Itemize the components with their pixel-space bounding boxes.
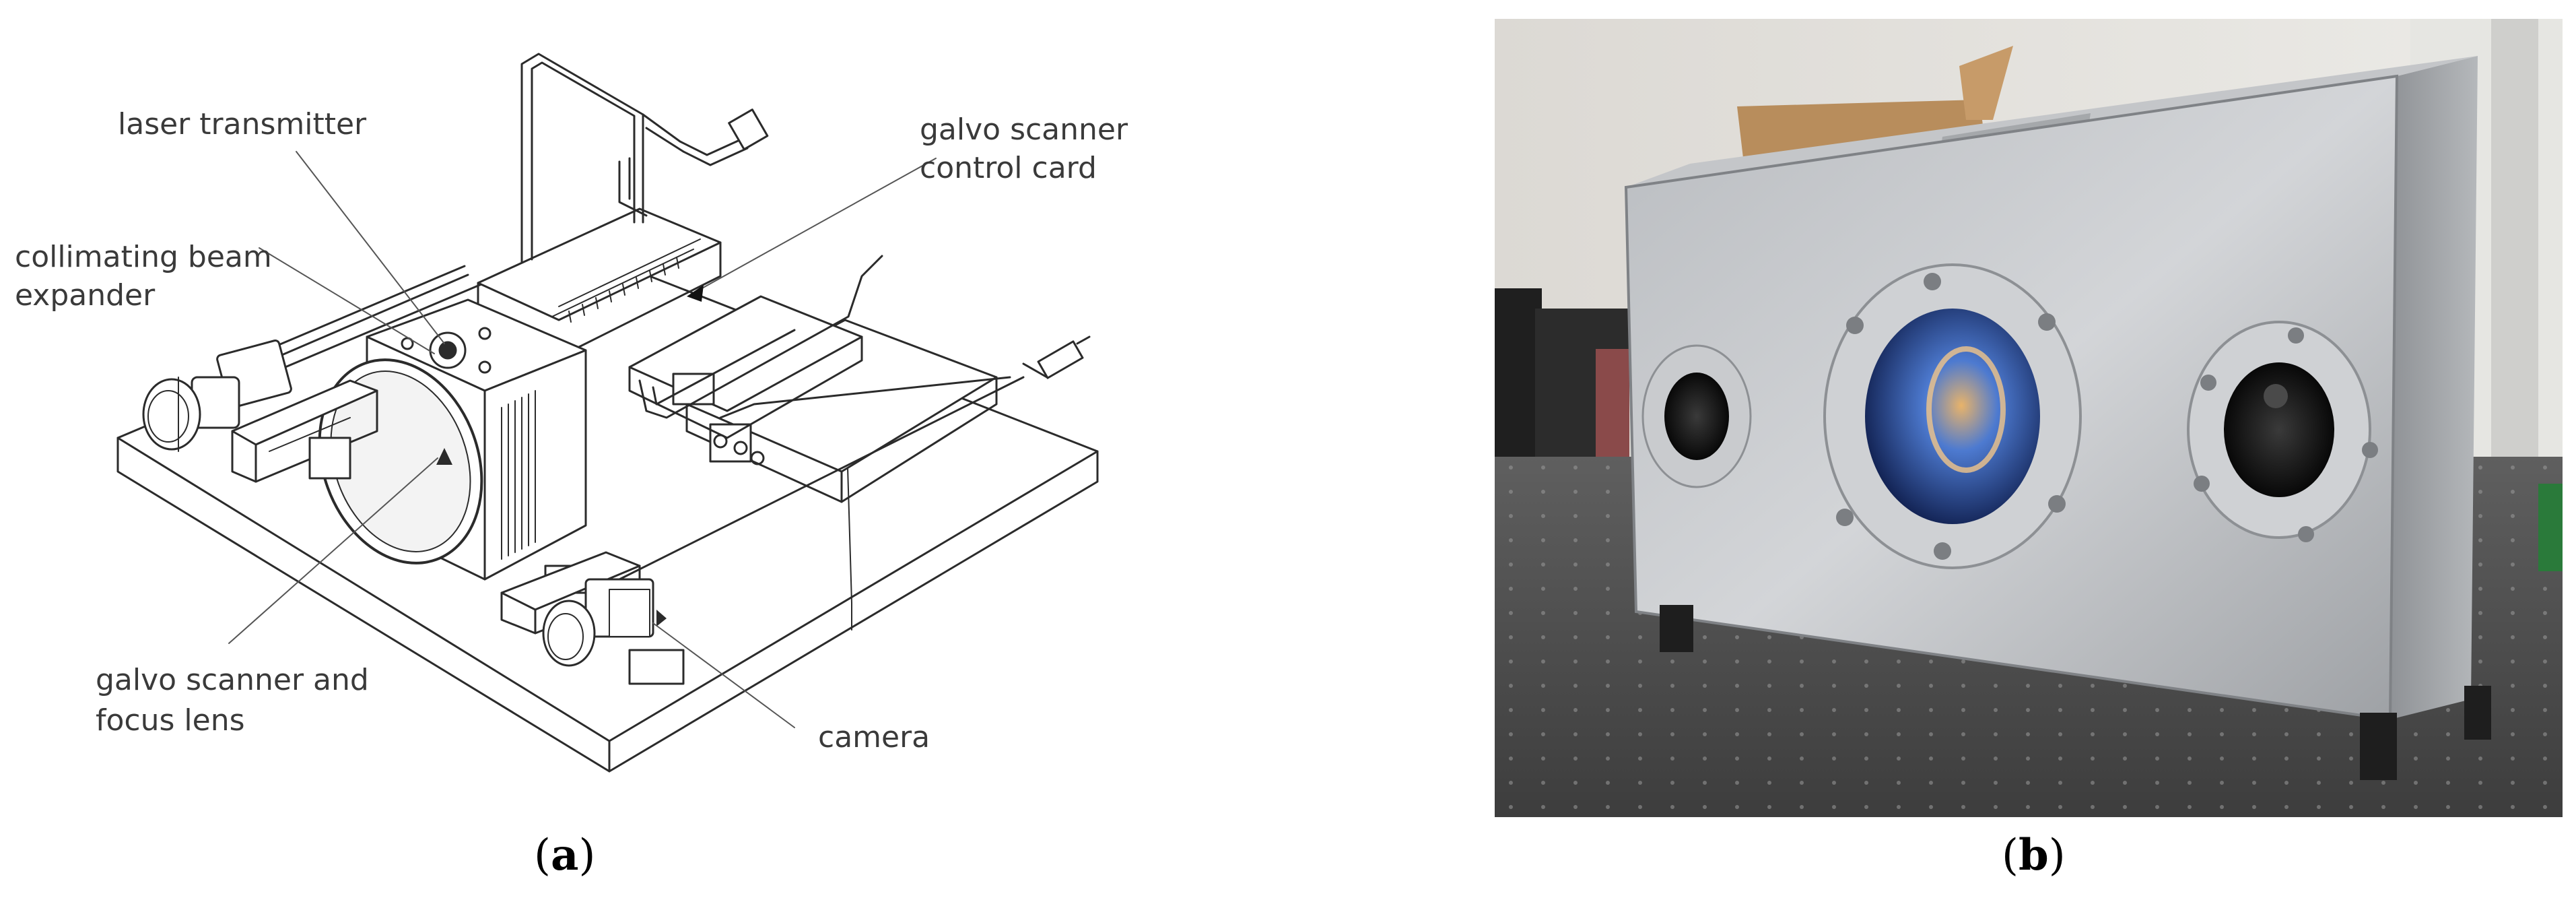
caption-a: (a) — [534, 830, 596, 880]
caption-b: (b) — [2002, 830, 2066, 880]
label-galvo-focus-line1: galvo scanner and — [96, 663, 369, 697]
focus-lens — [318, 358, 483, 565]
camera-left — [142, 340, 378, 483]
label-camera: camera — [818, 720, 930, 754]
panel-b-photo — [1495, 19, 2563, 817]
panel-a-schematic: laser transmitter galvo scanner control … — [0, 0, 1212, 899]
camera-right — [500, 551, 685, 685]
driver-board — [628, 295, 863, 439]
label-collimating-line1: collimating beam — [15, 240, 272, 274]
label-galvo-control-card-line2: control card — [920, 151, 1097, 185]
label-laser-transmitter: laser transmitter — [118, 107, 367, 141]
label-collimating-line2: expander — [15, 278, 156, 313]
schematic-drawing — [116, 53, 1099, 773]
arrowhead-control-card — [687, 285, 704, 302]
connector-block — [477, 207, 722, 358]
label-galvo-control-card-line1: galvo scanner — [920, 112, 1128, 147]
leader-lines — [228, 151, 937, 728]
label-galvo-focus-line2: focus lens — [96, 703, 245, 738]
device-photo — [1495, 19, 2563, 817]
